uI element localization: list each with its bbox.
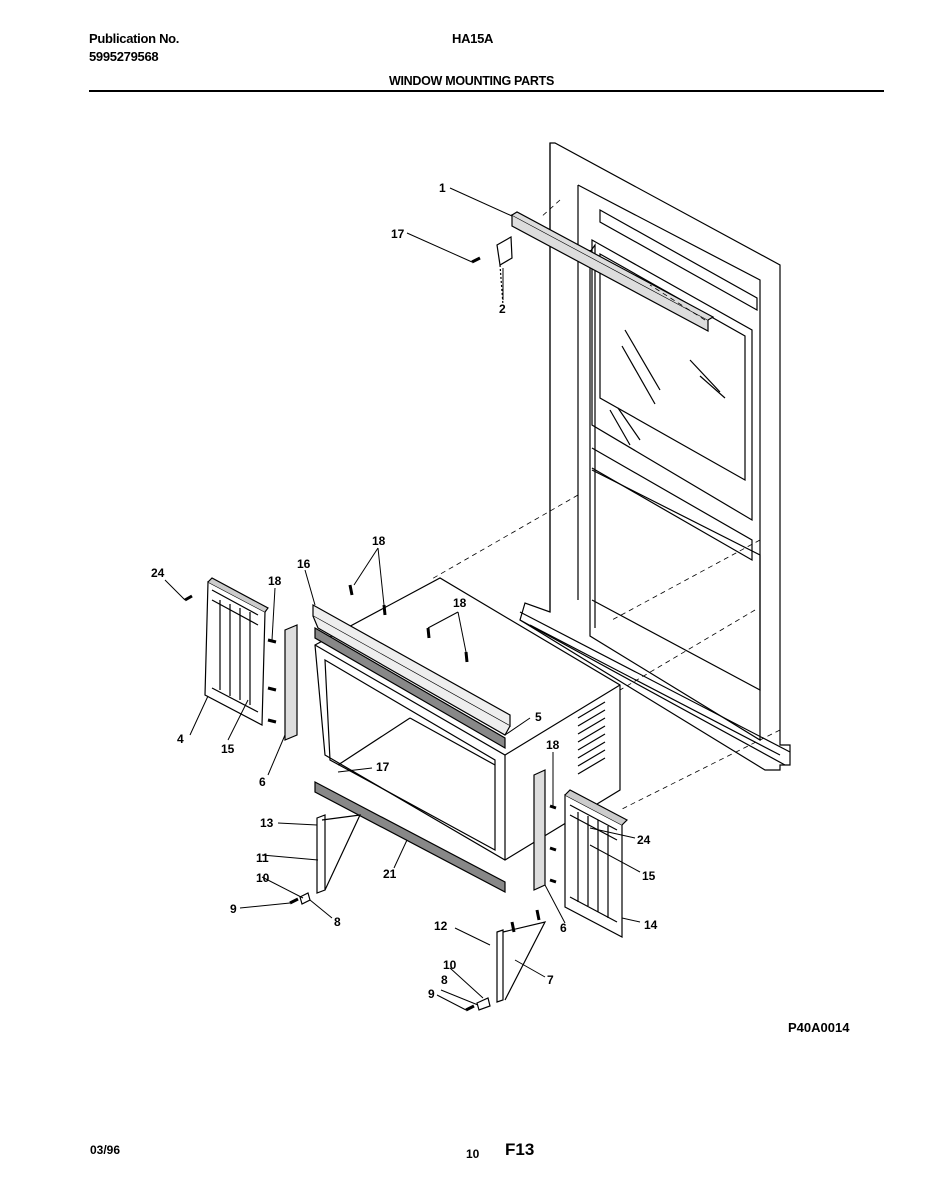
callout-label: 24: [637, 833, 651, 847]
callout-label: 12: [434, 919, 448, 933]
callout-label: 24: [151, 566, 165, 580]
callout-label: 1: [439, 181, 446, 195]
left-support-bracket: [289, 814, 362, 905]
callout-label: 8: [334, 915, 341, 929]
top-rail: [511, 211, 715, 333]
callout-label: 6: [259, 775, 266, 789]
callout-label: 18: [372, 534, 386, 548]
callout-label: 9: [428, 987, 435, 1001]
page-number: 10: [466, 1147, 480, 1161]
revision-date: 03/96: [90, 1143, 121, 1157]
header-rule: [89, 90, 884, 92]
callout-label: 5: [535, 710, 542, 724]
publication-number: 5995279568: [89, 49, 159, 64]
callout-label: 10: [443, 958, 457, 972]
callout-label: 17: [391, 227, 405, 241]
callout-label: 6: [560, 921, 567, 935]
callout-label: 7: [547, 973, 554, 987]
model-number: HA15A: [452, 31, 494, 46]
publication-label: Publication No.: [89, 31, 180, 46]
callout-label: 11: [256, 851, 269, 865]
window-frame: [519, 142, 791, 771]
callout-label: 18: [268, 574, 282, 588]
page-code: F13: [505, 1140, 535, 1159]
callout-label: 16: [297, 557, 311, 571]
right-support-bracket: [465, 909, 547, 1012]
figure-code: P40A0014: [788, 1020, 850, 1035]
right-curtain: [564, 789, 629, 938]
callout-label: 4: [177, 732, 184, 746]
callout-label: 13: [260, 816, 274, 830]
callout-label: 14: [644, 918, 658, 932]
callout-label: 15: [221, 742, 235, 756]
callout-label: 21: [383, 867, 397, 881]
callout-label: 10: [256, 871, 270, 885]
left-curtain: [204, 577, 269, 726]
callout-label: 18: [546, 738, 560, 752]
callout-label: 18: [453, 596, 467, 610]
callout-label: 17: [376, 760, 390, 774]
section-title: WINDOW MOUNTING PARTS: [389, 74, 554, 88]
callout-label: 2: [499, 302, 506, 316]
top-angle: [312, 603, 511, 736]
callout-label: 9: [230, 902, 237, 916]
callout-label: 8: [441, 973, 448, 987]
callout-label: 15: [642, 869, 656, 883]
